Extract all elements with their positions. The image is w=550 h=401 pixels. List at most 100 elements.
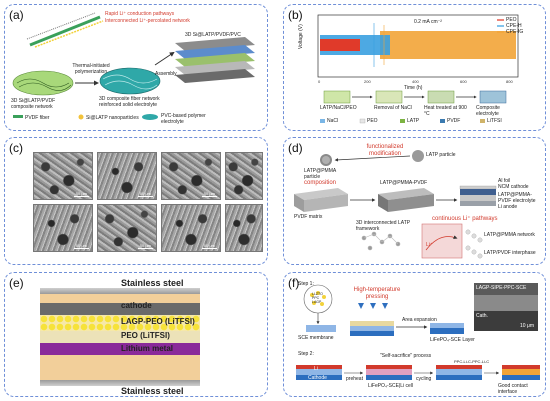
lithium-label: Lithium metal [121, 344, 174, 353]
legend-peo: PEO [506, 17, 517, 23]
material-peo: PEO [367, 118, 378, 124]
legend-fiber: PVDF fiber [25, 115, 50, 121]
latp-framework [361, 231, 401, 251]
preheat-label: preheat [346, 376, 363, 382]
network-chains [465, 229, 483, 259]
sem-sublabel: Cath. [476, 313, 488, 319]
interphase-label: LATP/PVDF interphase [484, 250, 536, 256]
cathode-label-f: Cathode [308, 375, 327, 381]
step-label-1: LATP/NaCl/PEO [320, 105, 357, 111]
li-label: Li [314, 366, 318, 372]
sce-membrane-shape [306, 325, 336, 332]
composite-network-left [12, 70, 74, 96]
composition-note: composition [304, 180, 337, 186]
step-label-3: Heat treated at 900 °C [424, 105, 467, 117]
panel-c: (c) 50 μm 50 μm 50 μm 50 μm 50 μm 50 μm [4, 137, 268, 265]
panel-a: (a) [4, 4, 268, 131]
sem-scale-label: 10 μm [520, 323, 534, 329]
latp-pmma-particle-label: LATP@PMMA particle [304, 168, 336, 180]
step-image-3 [427, 90, 455, 104]
framework-label: 3D interconnected LATP framework [356, 220, 411, 232]
panel-d-illustration [294, 150, 497, 259]
step-image-2 [375, 90, 403, 104]
area-label: Area expansion [402, 317, 437, 323]
continuous-note: continuous Li⁺ pathways [432, 216, 498, 222]
sem-image-4: 50 μm [33, 204, 93, 252]
layer1-label: LiFePO₄-SCE Layer [430, 337, 475, 343]
legend-pvc: PVC-based polymer electrolyte [161, 113, 206, 125]
step-label-4: Composite electrolyte [476, 105, 500, 117]
material-pvdf: PVDF [447, 118, 461, 124]
cathode-label: cathode [121, 301, 152, 310]
panel-e: (e) Stainless steel cathode LAGP-PEO (Li… [4, 272, 268, 397]
material-nacl: NaCl [327, 118, 339, 124]
current-density: 0.2 mA cm⁻² [414, 19, 442, 25]
legend-cpe-h: CPE-H [506, 23, 522, 29]
particle-lines: LLZTO PPC LAGP [312, 292, 323, 304]
panel-f: (f) [283, 272, 546, 397]
legend-cpe-ig: CPE-IG [506, 29, 524, 35]
bottom-steel [40, 380, 200, 386]
layer-li-anode: Li anode [498, 204, 518, 210]
panel-a-label: (a) [9, 8, 24, 22]
layer-al-foil: Al foil [498, 178, 511, 184]
panel-a-illustration [12, 12, 255, 120]
lagp-layer [40, 315, 200, 331]
svg-text:200: 200 [364, 79, 371, 84]
cycling-label: cycling [416, 376, 432, 382]
step-image-4 [479, 90, 507, 104]
note-network-left: 3D Si@LATP/PVDF composite network [11, 98, 56, 110]
legend-pvc-swatch [142, 114, 158, 120]
series-peo [320, 39, 360, 51]
rapid-pathway-fiber [26, 12, 104, 48]
functionalized-note: functionalized modification [366, 144, 404, 157]
latp-particle-shape [412, 150, 424, 162]
legend-particle-swatch [78, 114, 84, 120]
good-contact-label: Good contact interface [498, 383, 528, 395]
panel-b-label: (b) [288, 8, 303, 22]
peo-label: PEO (LiTFSI) [121, 331, 170, 340]
pvdf-matrix-shape [304, 194, 348, 212]
zoom-box [421, 223, 463, 259]
sem-label: LAGP-SIPE-PPC-SCE [476, 285, 527, 291]
ppc-label: PPC-Li-C-PPC-Li-C [454, 359, 490, 364]
panel-f-illustration [296, 283, 540, 380]
top-steel-label: Stainless steel [121, 278, 184, 288]
note-interconnected: Interconnected Li⁺-percolated network [105, 18, 190, 24]
legend-fiber-swatch [13, 115, 23, 118]
sem-image-7 [225, 152, 263, 200]
axis-y-label: Voltage (V) [298, 24, 304, 49]
panel-d-label: (d) [288, 141, 303, 155]
lithium-layer [40, 343, 200, 355]
sem-image-3: 50 μm [161, 152, 221, 200]
note-rapid: Rapid Li⁺ conduction pathways [105, 11, 175, 17]
peo-layer [40, 331, 200, 343]
panel-c-label: (c) [9, 141, 23, 155]
step2-label: Step 2: [298, 351, 314, 357]
high-temp-label: High-temperature pressing [353, 287, 401, 300]
stacked-cell [175, 37, 255, 83]
step1-label: Step 1: [298, 281, 314, 287]
svg-text:0: 0 [318, 79, 321, 84]
top-steel [40, 288, 200, 294]
sce-membrane-label: SCE membrane [298, 335, 334, 341]
sem-image-1: 50 μm [33, 152, 93, 200]
layer-electrolyte: LATP@PMMA-PVDF electrolyte [498, 192, 536, 204]
panel-e-label: (e) [9, 276, 24, 290]
pvdf-matrix-label: PVDF matrix [294, 214, 323, 220]
step-label-2: Removal of NaCl [374, 105, 412, 111]
sacrifice-label: "Self-sacrifice" process [380, 353, 432, 359]
bottom-steel-label: Stainless steel [121, 386, 184, 396]
sem-image-5: 50 μm [97, 204, 157, 252]
sem-image-8 [225, 204, 263, 252]
step-image-1 [323, 90, 351, 104]
material-litfsi: LiTFSI [487, 118, 502, 124]
sem-image-6: 50 μm [161, 204, 221, 252]
svg-text:400: 400 [412, 79, 419, 84]
panel-f-label: (f) [288, 276, 300, 290]
li-ion-label: Li⁺ [426, 242, 433, 248]
svg-text:600: 600 [460, 79, 467, 84]
axis-x-label: Time (h) [404, 85, 423, 91]
sem-image-2: 50 μm [97, 152, 157, 200]
svg-text:800: 800 [506, 79, 513, 84]
